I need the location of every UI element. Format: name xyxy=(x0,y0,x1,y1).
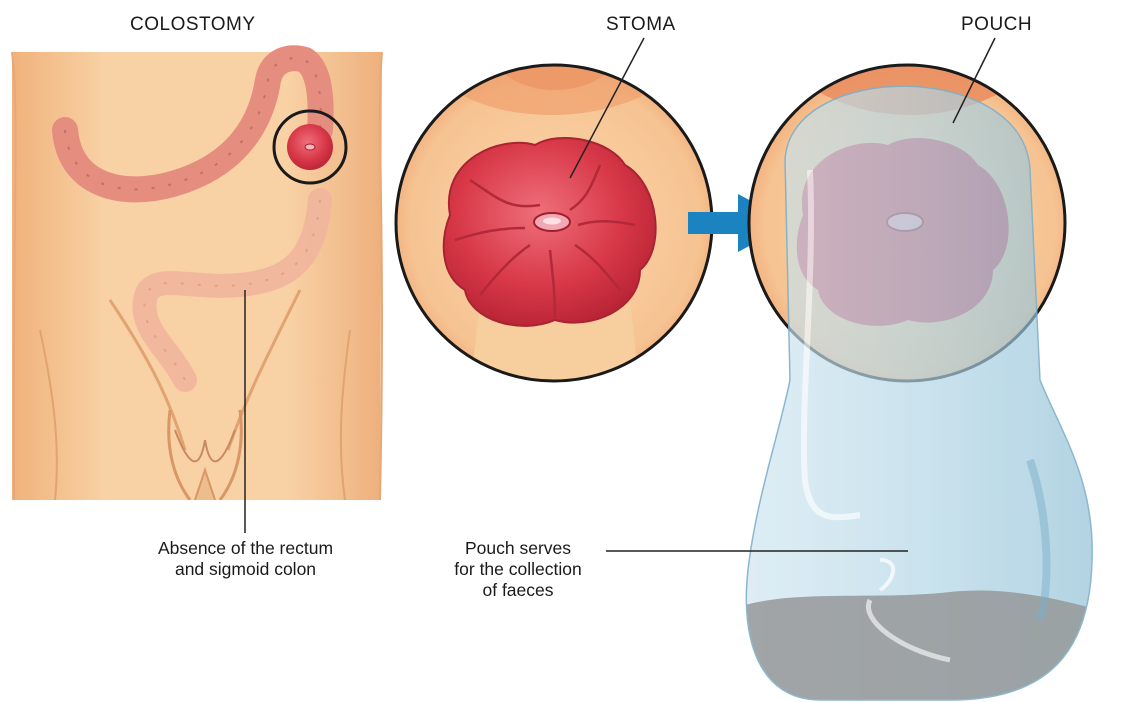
caption-pouch-line2: for the collection xyxy=(432,559,604,580)
title-colostomy: COLOSTOMY xyxy=(130,15,256,34)
caption-rectum-line2: and sigmoid colon xyxy=(128,559,363,580)
caption-pouch-line3: of faeces xyxy=(432,580,604,601)
caption-rectum-line1: Absence of the rectum xyxy=(128,538,363,559)
stoma-large xyxy=(444,138,656,326)
caption-pouch: Pouch serves for the collection of faece… xyxy=(432,538,604,601)
caption-rectum: Absence of the rectum and sigmoid colon xyxy=(128,538,363,580)
title-stoma: STOMA xyxy=(606,15,676,34)
stoma-circle xyxy=(390,38,720,390)
title-pouch: POUCH xyxy=(961,15,1032,34)
caption-pouch-line1: Pouch serves xyxy=(432,538,604,559)
